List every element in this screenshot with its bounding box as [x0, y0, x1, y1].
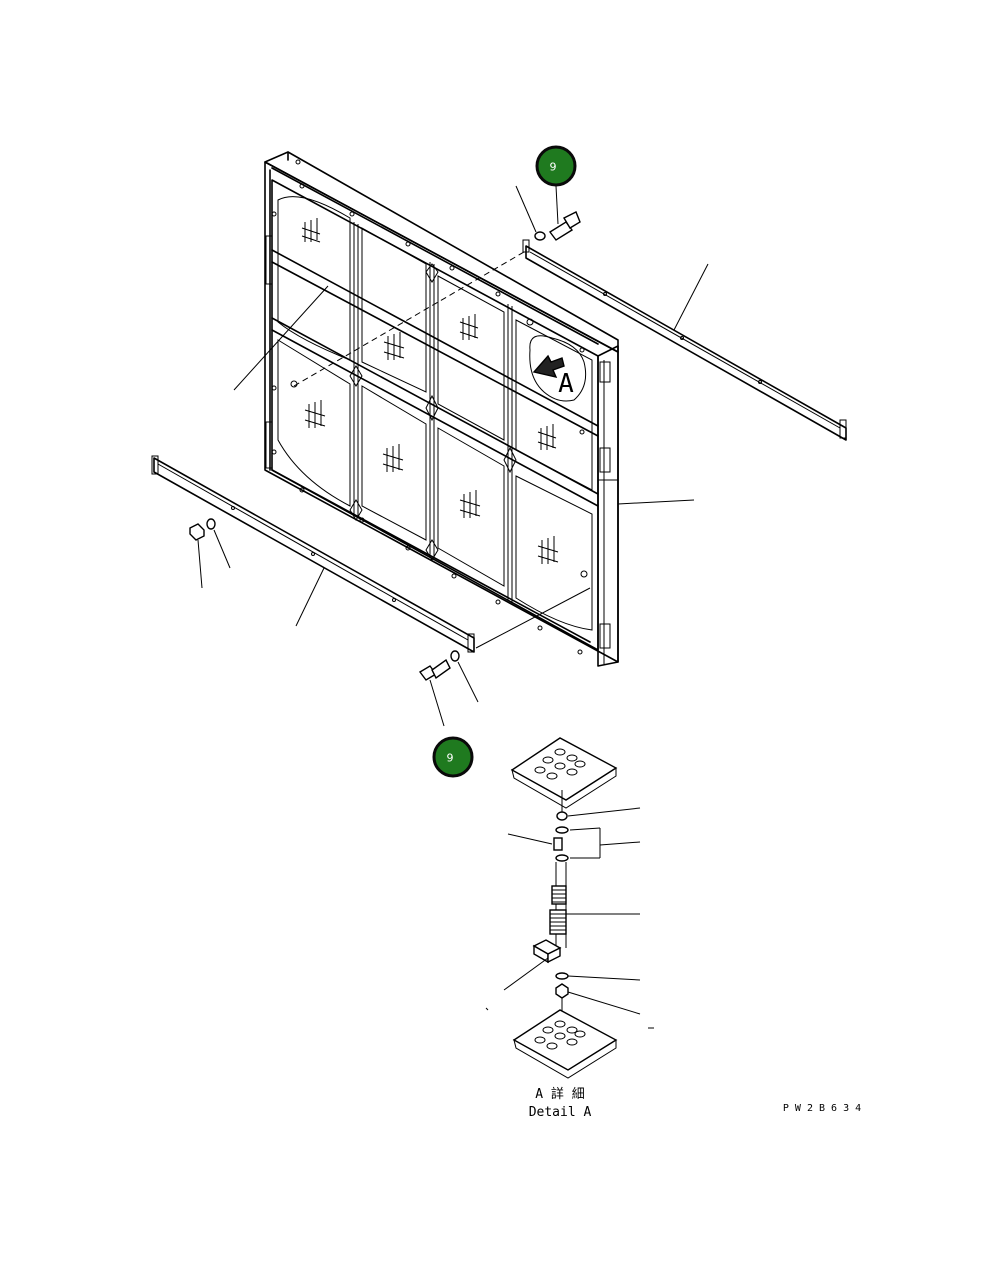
callout-bottom-text: 9	[447, 752, 454, 765]
left-nut	[189, 518, 231, 589]
detail-title-en: Detail A	[529, 1105, 592, 1120]
drawing-code: P W 2 B 6 3 4	[783, 1103, 861, 1114]
callout-top-text: 9	[550, 161, 557, 174]
callout-bottom[interactable]: 9	[432, 736, 474, 778]
view-a-label: A	[558, 369, 574, 399]
detail-a: A 詳 細 Detail A	[485, 737, 654, 1120]
left-rail	[151, 455, 695, 653]
top-bolt	[534, 185, 581, 241]
screen-frame	[233, 151, 619, 667]
right-rail	[515, 185, 847, 441]
view-a-marker: A	[529, 335, 587, 402]
bottom-bolt	[418, 650, 479, 727]
callout-top[interactable]: 9	[535, 145, 577, 187]
detail-title-jp: A 詳 細	[535, 1086, 584, 1102]
